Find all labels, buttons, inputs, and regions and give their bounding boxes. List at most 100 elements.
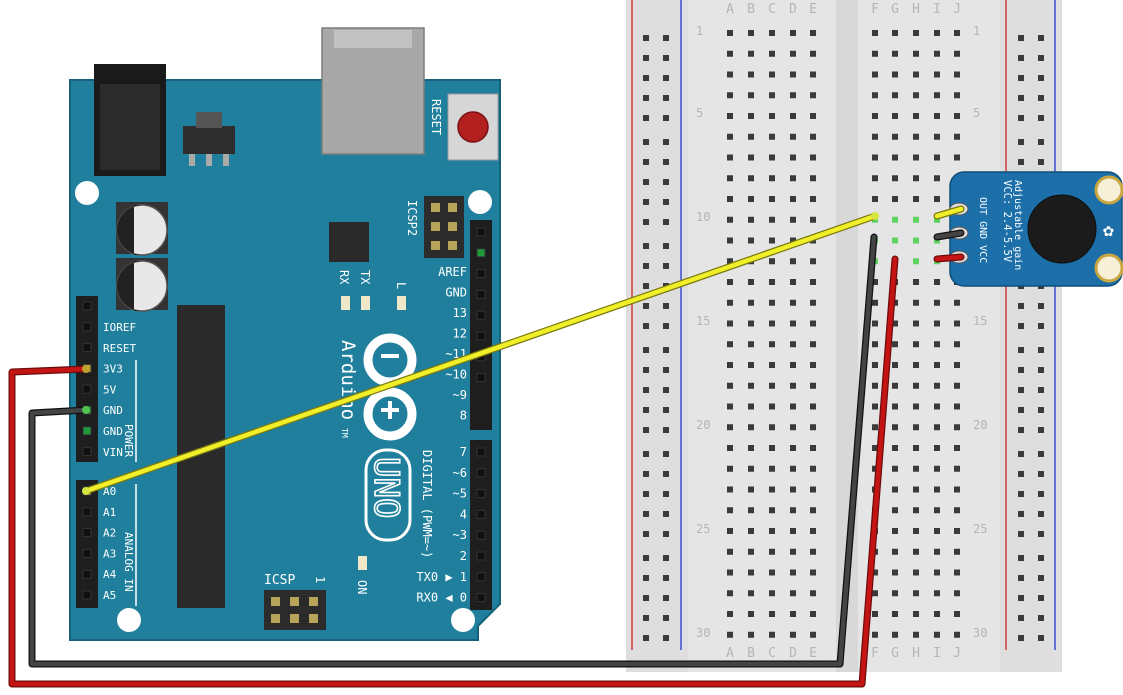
breadboard-hole <box>727 258 733 265</box>
breadboard-hole <box>872 341 878 348</box>
breadboard-hole <box>748 133 754 140</box>
breadboard-hole <box>872 424 878 431</box>
black-wire-gnd-core <box>29 234 877 667</box>
breadboard-hole <box>810 196 816 202</box>
row-number-15-left: 15 <box>696 314 710 328</box>
col-label-g-bottom: G <box>891 646 899 661</box>
header-socket <box>82 343 92 353</box>
icsp-pins <box>271 597 318 623</box>
breadboard-hole <box>913 569 919 576</box>
header-socket <box>82 528 92 538</box>
breadboard-hole <box>769 30 775 36</box>
breadboard-hole <box>872 590 878 597</box>
header-socket <box>476 331 486 341</box>
uno-badge <box>364 448 412 542</box>
breadboard-hole <box>727 569 733 576</box>
breadboard-hole <box>727 631 733 638</box>
breadboard-hole <box>769 133 775 140</box>
pin-label: ~10 <box>445 368 467 382</box>
rail-hole <box>663 139 669 145</box>
usb-connector <box>321 27 425 155</box>
col-label-g-top: G <box>891 2 899 17</box>
row-number-5-left: 5 <box>696 106 703 120</box>
breadboard-hole <box>934 279 940 285</box>
arduino-tm-label: TM <box>340 428 349 438</box>
breadboard-hole <box>934 569 940 576</box>
breadboard-hole <box>790 258 796 265</box>
breadboard-hole <box>934 590 940 597</box>
breadboard-hole <box>769 382 775 389</box>
breadboard-hole <box>954 403 960 410</box>
breadboard-hole <box>727 50 733 57</box>
breadboard-hole <box>748 528 754 534</box>
wire-end <box>82 365 90 373</box>
header-socket <box>82 301 92 311</box>
breadboard-hole <box>810 299 816 306</box>
breadboard-hole <box>892 528 898 534</box>
breadboard-hole <box>790 279 796 285</box>
rail-hole <box>643 451 649 457</box>
breadboard-hole <box>790 611 796 617</box>
adafruit-star-icon: ✿ <box>1103 220 1114 241</box>
rail-hole <box>663 323 669 329</box>
breadboard-hole <box>913 71 919 78</box>
breadboard-hole <box>872 382 878 389</box>
rail-hole <box>1018 347 1024 353</box>
pin-label: A4 <box>103 568 117 581</box>
digital-header-bottom <box>470 440 492 610</box>
rail-hole <box>643 219 649 225</box>
breadboard-hole <box>727 299 733 306</box>
regulator-leg <box>189 154 195 166</box>
rail-hole <box>643 179 649 185</box>
breadboard-hole <box>872 196 878 202</box>
rail-hole <box>1038 471 1044 477</box>
header-socket <box>82 590 92 600</box>
breadboard-hole <box>892 548 898 555</box>
pin-label: A0 <box>103 485 116 498</box>
breadboard-hole <box>748 92 754 99</box>
breadboard-hole <box>727 92 733 99</box>
breadboard-hole <box>872 279 878 285</box>
breadboard-hole <box>727 590 733 597</box>
arduino-brand-label: Arduino <box>337 340 359 420</box>
row-number-25-right: 25 <box>973 522 987 536</box>
breadboard-hole <box>913 92 919 99</box>
digital-header-top <box>470 220 492 430</box>
breadboard-hole <box>892 465 898 472</box>
rail-hole <box>663 219 669 225</box>
analog-header <box>76 480 98 608</box>
breadboard-hole <box>769 71 775 78</box>
breadboard-hole <box>913 216 919 223</box>
breadboard-hole <box>810 403 816 410</box>
rail-hole <box>663 159 669 165</box>
breadboard-hole <box>790 216 796 223</box>
rx-led <box>341 296 350 310</box>
row-number-10-left: 10 <box>696 210 710 224</box>
breadboard-hole <box>872 569 878 576</box>
digital-header-bottom-sockets <box>476 447 486 603</box>
breadboard-hole <box>769 465 775 472</box>
breadboard-hole <box>790 175 796 182</box>
breadboard-hole <box>934 424 940 431</box>
l-label: L <box>394 282 408 289</box>
wire-end <box>871 212 879 220</box>
breadboard-hole <box>810 154 816 161</box>
breadboard-hole <box>790 569 796 576</box>
breadboard-hole <box>748 611 754 617</box>
breadboard-hole <box>954 71 960 78</box>
rail-hole <box>663 263 669 269</box>
yellow-wire-a0-core <box>83 213 878 494</box>
breadboard-hole <box>790 133 796 140</box>
arduino-mount-hole <box>451 608 475 632</box>
breadboard-hole <box>748 113 754 119</box>
dc-power-jack-inner <box>100 84 160 170</box>
microphone-sensor: ✿ VCC: 2.4-5.5V Adjustable gain OUT GND … <box>949 171 1123 287</box>
rail-hole <box>643 263 649 269</box>
breadboard-hole <box>892 403 898 410</box>
rail-hole <box>1038 75 1044 81</box>
breadboard-hole <box>892 154 898 161</box>
rail-hole <box>663 511 669 517</box>
breadboard-hole <box>769 486 775 493</box>
rail-hole <box>663 179 669 185</box>
